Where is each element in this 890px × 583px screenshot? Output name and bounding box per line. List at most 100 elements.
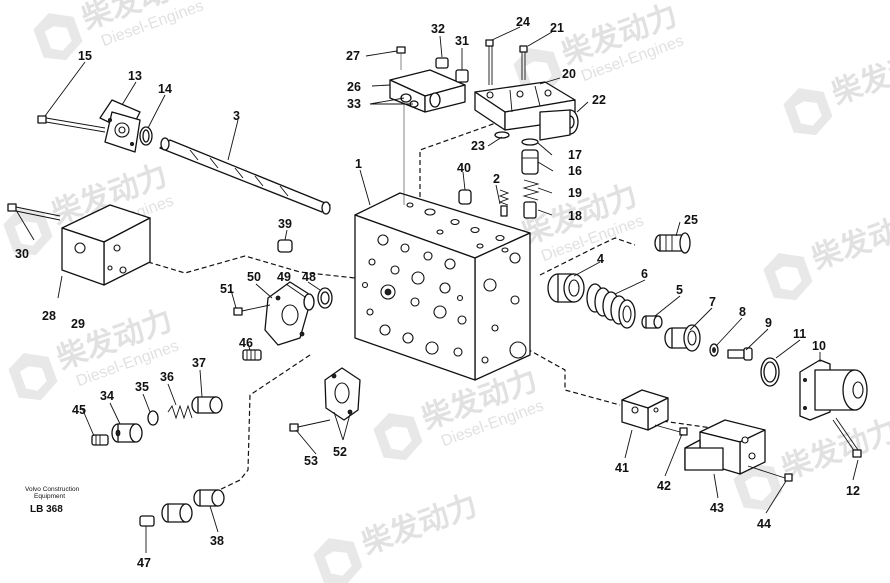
callout-16: 16 [568,164,582,178]
oring-49 [303,293,315,311]
oring-11 [760,357,780,387]
cap-4 [547,273,585,303]
callout-32: 32 [431,22,445,36]
seal-17 [521,138,539,146]
callout-8: 8 [739,305,746,319]
callout-18: 18 [568,209,582,223]
spring-2 [498,189,510,217]
screw-42 [654,424,688,436]
callout-35: 35 [135,380,149,394]
callout-15: 15 [78,49,92,63]
callout-38: 38 [210,534,224,548]
callout-41: 41 [615,461,629,475]
spring-36 [167,404,193,420]
callout-53: 53 [304,454,318,468]
screw-30 [7,203,61,221]
screw-53 [289,419,331,432]
block-side-holes [481,252,527,364]
caption-line1: Volvo Construction [25,486,80,493]
callout-36: 36 [160,370,174,384]
adapter-48 [317,287,333,309]
callout-17: 17 [568,148,582,162]
leader-lines [15,26,859,553]
callout-13: 13 [128,69,142,83]
seal-35 [147,410,159,426]
callout-52: 52 [333,445,347,459]
callout-31: 31 [455,34,469,48]
watermark-cn: 柴发动力 [808,204,890,276]
callout-23: 23 [471,139,485,153]
callout-5: 5 [676,283,683,297]
valve-34 [111,423,143,443]
callout-24: 24 [516,15,530,29]
valve-47 [139,503,193,527]
plug-37 [191,396,223,414]
callout-34: 34 [100,389,114,403]
callout-1: 1 [355,157,362,171]
valve-13 [99,99,141,153]
callout-6: 6 [641,267,648,281]
screw-15 [37,115,106,133]
oring-14 [139,126,153,146]
plug-39 [277,239,293,253]
callout-25: 25 [684,213,698,227]
screw-24 [485,39,494,85]
callout-9: 9 [765,316,772,330]
callout-22: 22 [592,93,606,107]
callout-43: 43 [710,501,724,515]
callout-28: 28 [42,309,56,323]
screw-12 [832,417,862,458]
callout-45: 45 [72,403,86,417]
callout-26: 26 [347,80,361,94]
flange-52 [324,367,361,421]
spring-6 [586,283,636,329]
callout-30: 30 [15,247,29,261]
caption-block: Volvo Construction Equipment LB 368 [25,486,80,515]
valve-43 [684,419,766,475]
watermark-cn: 柴发动力 [828,39,890,111]
callout-29: 29 [71,317,85,331]
callout-19: 19 [568,186,582,200]
screw-51 [233,304,271,316]
pin-5 [641,315,663,329]
piston-7 [664,324,701,352]
block-top-holes [406,202,509,253]
plug-38 [193,489,225,507]
callout-11: 11 [793,327,806,341]
callout-47: 47 [137,556,151,570]
plug-31 [455,69,469,83]
spring-19 [522,179,540,201]
screw-44 [747,465,793,482]
fitting-25 [654,232,691,254]
plug-40 [458,189,472,205]
callout-4: 4 [597,252,604,266]
block-front-holes [361,234,467,357]
callout-10: 10 [812,339,826,353]
screw-9 [727,347,753,361]
callout-44: 44 [757,517,771,531]
callout-46: 46 [239,336,253,350]
caption-code: LB 368 [30,504,63,515]
callout-33: 33 [347,97,361,111]
sleeve-16 [521,149,539,175]
watermark-cn: 柴发动力 [778,414,890,486]
solenoid-valve-20 [474,81,579,141]
main-valve-block [354,192,531,381]
callout-50: 50 [247,270,261,284]
callout-20: 20 [562,67,576,81]
callout-labels: 1 2 3 4 5 6 7 8 9 10 11 12 13 14 15 16 1… [15,15,860,570]
callout-40: 40 [457,161,471,175]
spool-3 [159,137,331,215]
piston-18 [523,201,537,219]
plug-32 [435,57,449,69]
screw-27 [396,46,406,205]
callout-48: 48 [302,270,316,284]
callout-37: 37 [192,356,206,370]
watermark-cn: 柴发动力 [358,489,482,561]
caption-line2: Equipment [34,493,65,500]
washer-8 [709,343,719,357]
solenoid-valve-26 [389,69,466,113]
callout-51: 51 [220,282,234,296]
